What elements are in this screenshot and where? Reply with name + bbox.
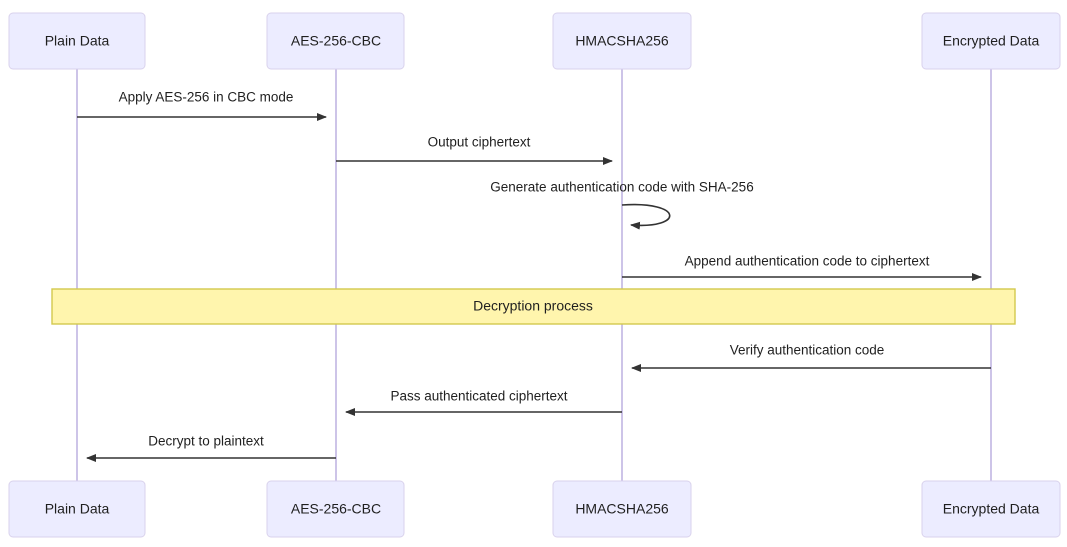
- actor-label: Plain Data: [45, 33, 110, 49]
- actor-hmac-bottom[interactable]: HMACSHA256: [552, 480, 692, 538]
- actor-encrypted-bottom[interactable]: Encrypted Data: [921, 480, 1061, 538]
- lifelines-group: [76, 69, 992, 481]
- message-msg-2: Output ciphertext: [336, 135, 613, 165]
- actor-box[interactable]: [266, 12, 405, 70]
- message-msg-7: Decrypt to plaintext: [86, 434, 336, 462]
- message-label: Output ciphertext: [428, 135, 531, 150]
- message-msg-3: Generate authentication code with SHA-25…: [490, 180, 754, 230]
- actor-hmac-top[interactable]: HMACSHA256: [552, 12, 692, 70]
- self-loop-arrow: [621, 203, 671, 230]
- actor-plain-top[interactable]: Plain Data: [8, 12, 146, 70]
- message-msg-6: Pass authenticated ciphertext: [345, 389, 622, 416]
- message-label: Append authentication code to ciphertext: [685, 254, 930, 269]
- actor-box[interactable]: [921, 480, 1061, 538]
- actor-label: Encrypted Data: [943, 33, 1040, 49]
- actor-label: Plain Data: [45, 501, 110, 517]
- actor-aes-top[interactable]: AES-256-CBC: [266, 12, 405, 70]
- actor-box[interactable]: [921, 12, 1061, 70]
- actor-box[interactable]: [552, 480, 692, 538]
- actor-label: AES-256-CBC: [291, 33, 381, 49]
- actor-box[interactable]: [8, 12, 146, 70]
- actor-boxes-bottom: Plain Data AES-256-CBC HMACSHA256 Encrypted…: [8, 480, 1061, 538]
- decryption-process-banner-label: Decryption process: [473, 298, 593, 314]
- message-msg-5: Verify authentication code: [631, 343, 991, 372]
- message-label: Verify authentication code: [730, 343, 885, 358]
- actor-label: HMACSHA256: [575, 501, 669, 517]
- actor-label: HMACSHA256: [575, 33, 669, 49]
- actor-box[interactable]: [552, 12, 692, 70]
- message-msg-1: Apply AES-256 in CBC mode: [77, 90, 327, 121]
- section-banner-group: Decryption process: [51, 288, 1016, 325]
- decryption-process-banner: [51, 288, 1016, 325]
- actor-aes-bottom[interactable]: AES-256-CBC: [266, 480, 405, 538]
- message-label: Pass authenticated ciphertext: [390, 389, 567, 404]
- message-msg-4: Append authentication code to ciphertext: [622, 254, 982, 281]
- actor-encrypted-top[interactable]: Encrypted Data: [921, 12, 1061, 70]
- message-label: Apply AES-256 in CBC mode: [119, 90, 294, 105]
- actor-boxes-top: Plain Data AES-256-CBC HMACSHA256 Encrypted…: [8, 12, 1061, 70]
- actor-label: Encrypted Data: [943, 501, 1040, 517]
- actor-plain-bottom[interactable]: Plain Data: [8, 480, 146, 538]
- actor-box[interactable]: [8, 480, 146, 538]
- message-label: Generate authentication code with SHA-25…: [490, 180, 753, 195]
- message-label: Decrypt to plaintext: [148, 434, 264, 449]
- actor-label: AES-256-CBC: [291, 501, 381, 517]
- actor-box[interactable]: [266, 480, 405, 538]
